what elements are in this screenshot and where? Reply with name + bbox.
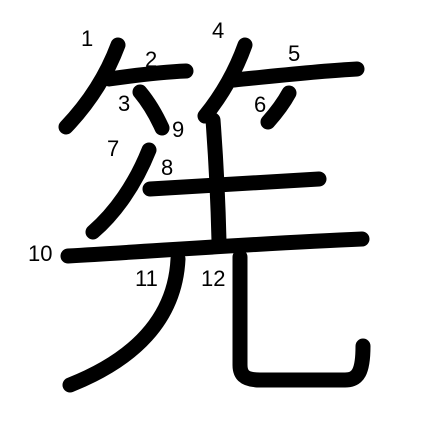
stroke-number-labels: 1 2 3 4 5 6 7 8 9 10 11 12 — [28, 18, 300, 291]
stroke-number-label: 8 — [161, 155, 173, 180]
stroke-12 — [232, 249, 371, 388]
stroke-10 — [60, 231, 370, 264]
stroke-8 — [142, 171, 327, 197]
character-strokes — [58, 37, 371, 393]
stroke-number-label: 5 — [288, 41, 300, 66]
stroke-9 — [205, 112, 227, 249]
stroke-6 — [260, 85, 297, 130]
stroke-3 — [132, 84, 170, 136]
stroke-number-label: 1 — [81, 26, 93, 51]
stroke-number-label: 12 — [201, 266, 225, 291]
stroke-5 — [226, 61, 365, 88]
stroke-11 — [62, 251, 186, 393]
stroke-number-label: 3 — [118, 91, 130, 116]
stroke-number-label: 9 — [172, 117, 184, 142]
stroke-number-label: 6 — [254, 92, 266, 117]
stroke-number-label: 7 — [107, 136, 119, 161]
stroke-number-label: 11 — [135, 266, 158, 291]
stroke-number-label: 4 — [212, 18, 224, 43]
stroke-7 — [85, 142, 157, 240]
stroke-number-label: 2 — [145, 47, 157, 72]
stroke-1 — [58, 37, 126, 135]
stroke-2 — [101, 63, 194, 87]
stroke-number-label: 10 — [28, 241, 52, 266]
